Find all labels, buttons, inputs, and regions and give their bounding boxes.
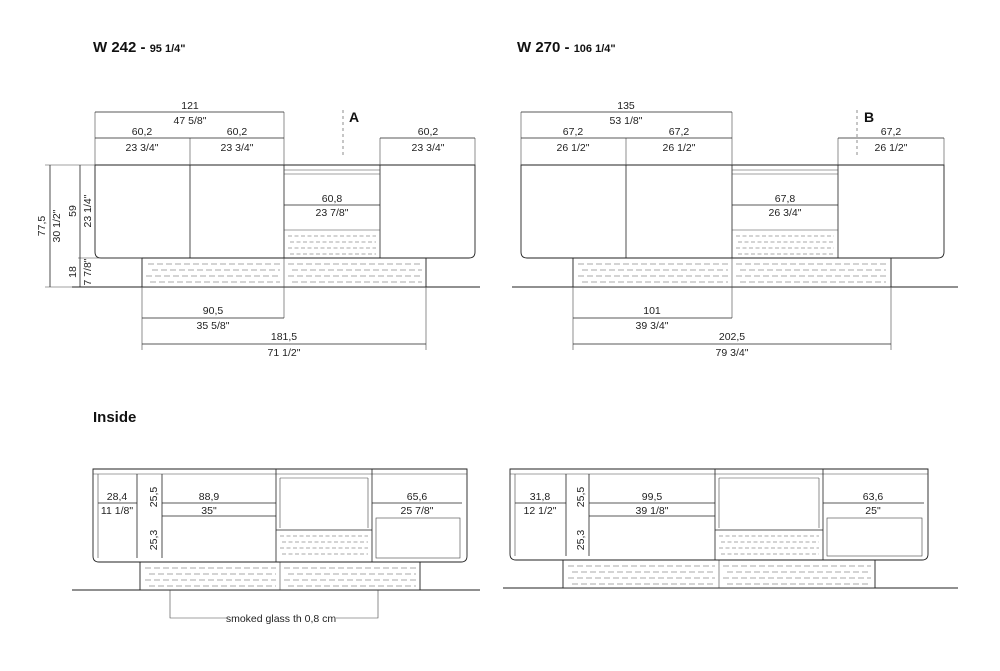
r-door2-in: 26 1/2" [663, 142, 696, 154]
l-height-total-in: 30 1/2" [51, 209, 63, 242]
r-top-total-in: 53 1/8" [610, 115, 643, 127]
left-title: W 242 - 95 1/4" [93, 39, 186, 56]
l-bottom-total-in: 71 1/2" [268, 347, 301, 359]
inside-heading: Inside [93, 409, 136, 426]
r-open-in: 26 3/4" [769, 207, 802, 219]
r-right-in: 26 1/2" [875, 142, 908, 154]
r-right-cm: 67,2 [881, 126, 902, 138]
l-height-base-cm: 18 [67, 266, 79, 278]
l-height-body-in: 23 1/4" [82, 194, 94, 227]
il-col1-in: 11 1/8" [101, 505, 133, 517]
r-base-in: 39 3/4" [636, 320, 669, 332]
r-door2-cm: 67,2 [669, 126, 690, 138]
l-bottom-total-cm: 181,5 [271, 331, 297, 343]
ir-col1-in: 12 1/2" [524, 505, 557, 517]
l-door2-in: 23 3/4" [221, 142, 254, 154]
l-right-in: 23 3/4" [412, 142, 445, 154]
il-wide-cm: 88,9 [199, 491, 220, 503]
left-body [94, 164, 476, 259]
inside-right-view [503, 468, 958, 589]
ir-shelf-top: 25,5 [575, 487, 587, 508]
ir-shelf-bottom: 25,3 [575, 530, 587, 551]
il-shelf-top: 25,5 [148, 487, 160, 508]
l-door2-cm: 60,2 [227, 126, 248, 138]
r-door1-cm: 67,2 [563, 126, 584, 138]
l-height-total-cm: 77,5 [36, 216, 48, 237]
l-open-cm: 60,8 [322, 193, 343, 205]
l-top-total-cm: 121 [181, 100, 199, 112]
l-top-total-in: 47 5/8" [174, 115, 207, 127]
ir-wide-in: 39 1/8" [636, 505, 669, 517]
section-letter-b: B [864, 109, 874, 125]
il-shelf-bottom: 25,3 [148, 530, 160, 551]
l-height-body-cm: 59 [67, 205, 79, 217]
ir-right-cm: 63,6 [863, 491, 884, 503]
ir-col1-cm: 31,8 [530, 491, 551, 503]
section-letter-a: A [349, 109, 359, 125]
l-base-cm: 90,5 [203, 305, 224, 317]
l-right-cm: 60,2 [418, 126, 439, 138]
r-open-cm: 67,8 [775, 193, 796, 205]
glass-note: smoked glass th 0,8 cm [226, 613, 337, 625]
right-body [520, 164, 945, 259]
l-open-in: 23 7/8" [316, 207, 349, 219]
il-right-cm: 65,6 [407, 491, 428, 503]
il-col1-cm: 28,4 [107, 491, 128, 503]
r-bottom-total-cm: 202,5 [719, 331, 745, 343]
l-base-in: 35 5/8" [197, 320, 230, 332]
ir-wide-cm: 99,5 [642, 491, 663, 503]
r-bottom-total-in: 79 3/4" [716, 347, 749, 359]
right-title: W 270 - 106 1/4" [517, 39, 616, 56]
left-front-view [45, 110, 480, 350]
l-height-base-in: 7 7/8" [82, 258, 94, 285]
right-front-view [512, 110, 958, 350]
ir-right-in: 25" [865, 505, 881, 517]
l-door1-cm: 60,2 [132, 126, 153, 138]
il-wide-in: 35" [201, 505, 217, 517]
r-door1-in: 26 1/2" [557, 142, 590, 154]
r-top-total-cm: 135 [617, 100, 635, 112]
r-base-cm: 101 [643, 305, 661, 317]
l-door1-in: 23 3/4" [126, 142, 159, 154]
il-right-in: 25 7/8" [401, 505, 434, 517]
inside-left-view [72, 468, 480, 619]
